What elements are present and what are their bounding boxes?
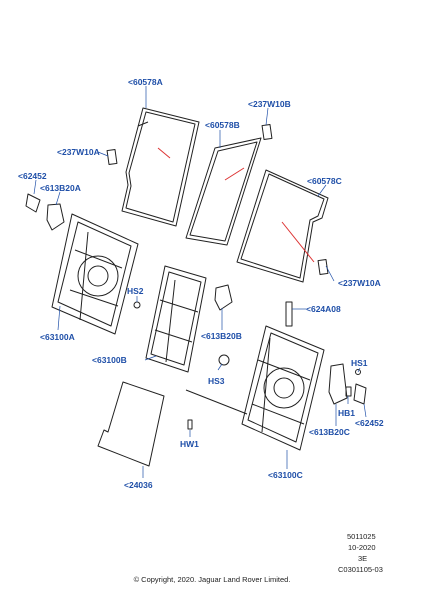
clip-237W10A-right: [317, 259, 329, 275]
callout-237W10A-top: <237W10A: [57, 147, 100, 157]
callout-613B20A: <613B20A: [40, 183, 81, 193]
seat-back-frame-63100A: [51, 213, 139, 335]
hinge-613B20B: [214, 284, 233, 311]
screw-HS2: [133, 301, 141, 309]
callout-62452-right: <62452: [355, 418, 384, 428]
callout-63100B: <63100B: [92, 355, 127, 365]
copyright-notice: © Copyright, 2020. Jaguar Land Rover Lim…: [133, 575, 291, 584]
carpet-panel-24036: [97, 381, 165, 467]
callout-237W10B: <237W10B: [248, 99, 291, 109]
reference-date: 10-2020: [348, 543, 376, 552]
seat-back-cover-60578C: [236, 169, 329, 283]
clip-237W10A-left: [106, 149, 118, 165]
callout-613B20B: <613B20B: [201, 331, 242, 341]
reference-image-id: C0301105-03: [338, 565, 383, 574]
seat-back-cover-60578A: [121, 107, 200, 227]
callout-24036: <24036: [124, 480, 153, 490]
screw-HS3: [218, 354, 230, 366]
seat-back-frame-63100B: [145, 265, 207, 373]
bolt-HB1: [345, 386, 352, 397]
screw-HS1: [355, 369, 361, 375]
callout-60578C: <60578C: [307, 176, 342, 186]
callout-60578B: <60578B: [205, 120, 240, 130]
rod-HW1: [185, 389, 248, 430]
callout-HS3: HS3: [208, 376, 225, 386]
bolt-62452-right: [353, 383, 367, 405]
clip-237W10B: [261, 124, 273, 140]
callout-624A08: <624A08: [306, 304, 341, 314]
pin-624A08: [285, 301, 293, 327]
seat-back-frame-63100C: [241, 325, 325, 451]
leader-lines: [33, 86, 367, 478]
callout-HS2: HS2: [127, 286, 144, 296]
bolt-62452-left: [25, 193, 41, 213]
callout-62452-left: <62452: [18, 171, 47, 181]
callout-63100A: <63100A: [40, 332, 75, 342]
callout-60578A: <60578A: [128, 77, 163, 87]
reference-code: 5011025: [347, 532, 376, 541]
callout-HS1: HS1: [351, 358, 368, 368]
reference-rev: 3E: [358, 554, 368, 563]
hinge-613B20A: [46, 203, 65, 231]
callout-613B20C: <613B20C: [309, 427, 350, 437]
callout-HB1: HB1: [338, 408, 356, 418]
hinge-613B20C: [328, 363, 348, 405]
seat-back-cover-60578B: [185, 137, 262, 246]
callout-237W10A-right: <237W10A: [338, 278, 381, 288]
callout-63100C: <63100C: [268, 470, 303, 480]
callout-HW1: HW1: [180, 439, 199, 449]
